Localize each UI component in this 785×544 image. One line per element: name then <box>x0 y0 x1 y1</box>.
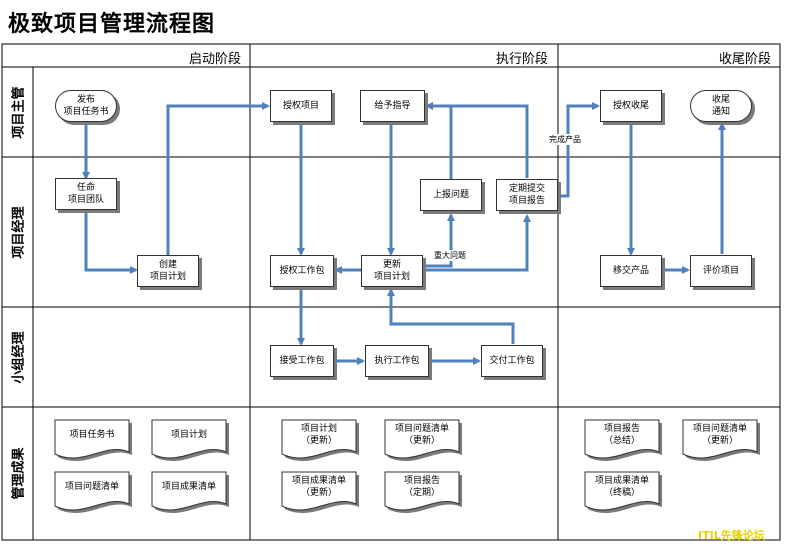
doc-deliverable-list-update: 项目成果清单 （更新） <box>291 476 346 498</box>
document-shape <box>584 471 660 511</box>
doc-charter: 项目任务书 <box>69 430 115 440</box>
doc-report-periodic: 项目报告 （定期） <box>403 476 440 498</box>
document-shape <box>54 419 130 459</box>
arrow-update-plan-to-periodic-report <box>424 214 531 272</box>
phase-start-label: 启动阶段 <box>189 52 242 67</box>
node-execute-package: 执行工作包 <box>365 345 429 377</box>
node-close-notice: 收尾 通知 <box>690 90 752 122</box>
swimlane-grid <box>1 43 781 541</box>
node-publish-charter: 发布 项目任务书 <box>55 90 117 122</box>
document-shape <box>151 471 227 511</box>
doc-issue-list: 项目问题清单 <box>64 482 119 492</box>
phase-close-label: 收尾阶段 <box>719 52 772 67</box>
node-report-issue: 上报问题 <box>420 179 482 211</box>
doc-deliverable-list-final: 项目成果清单 （终稿） <box>594 476 649 498</box>
arrow-report-issue-to-guidance <box>425 102 453 179</box>
lane-label-team: 小组经理 <box>11 330 27 384</box>
node-deliver-package: 交付工作包 <box>481 345 543 377</box>
arrow-deliver-to-update-plan <box>387 288 515 344</box>
document-shape <box>151 419 227 459</box>
flow-label-product-done: 完成产品 <box>549 134 581 145</box>
document-shape <box>384 471 460 511</box>
node-update-plan: 更新 项目计划 <box>361 255 423 287</box>
node-evaluate-project: 评价项目 <box>690 255 752 287</box>
node-periodic-report: 定期提交 项目报告 <box>496 179 558 211</box>
document-shape <box>54 471 130 511</box>
document-shape <box>584 419 660 459</box>
doc-plan: 项目计划 <box>170 430 207 440</box>
doc-report-summary: 项目报告 （总结） <box>603 424 640 446</box>
arrow-update-plan-to-report-issue <box>424 213 455 268</box>
doc-issue-list-update: 项目问题清单 （更新） <box>394 424 449 446</box>
doc-deliverable-list: 项目成果清单 <box>161 482 216 492</box>
node-authorize-close: 授权收尾 <box>600 90 662 122</box>
doc-plan-update: 项目计划 （更新） <box>300 424 337 446</box>
lane-label-pm: 项目经理 <box>11 205 27 259</box>
forum-watermark: ITIL先锋论坛 <box>698 529 765 542</box>
node-give-guidance: 给予指导 <box>360 90 425 122</box>
node-handover-product: 移交产品 <box>600 255 662 287</box>
document-shape <box>281 419 357 459</box>
arrow-appoint-to-create-plan <box>84 210 138 274</box>
connectors <box>82 102 726 365</box>
node-appoint-team: 任命 项目团队 <box>55 178 117 210</box>
document-shapes <box>54 419 760 513</box>
doc-issue-list-update-close: 项目问题清单 （更新） <box>692 424 747 446</box>
document-shape <box>281 471 357 511</box>
phase-exec-label: 执行阶段 <box>496 52 549 67</box>
node-accept-package: 接受工作包 <box>270 345 334 377</box>
arrow-create-plan-to-authorize-project <box>166 102 270 257</box>
document-shape <box>384 419 460 459</box>
node-create-plan: 创建 项目计划 <box>137 255 199 287</box>
node-authorize-project: 授权项目 <box>270 90 332 122</box>
lane-label-sponsor: 项目主管 <box>11 85 27 139</box>
lane-label-output: 管理成果 <box>11 447 27 500</box>
node-authorize-package: 授权工作包 <box>270 255 334 287</box>
arrow-periodic-report-to-guidance <box>425 102 529 178</box>
page-title: 极致项目管理流程图 <box>8 12 216 37</box>
document-shape <box>682 419 758 459</box>
arrow-periodic-report-to-authorize-close <box>559 102 600 198</box>
flow-label-major-issue: 重大问题 <box>434 250 466 261</box>
